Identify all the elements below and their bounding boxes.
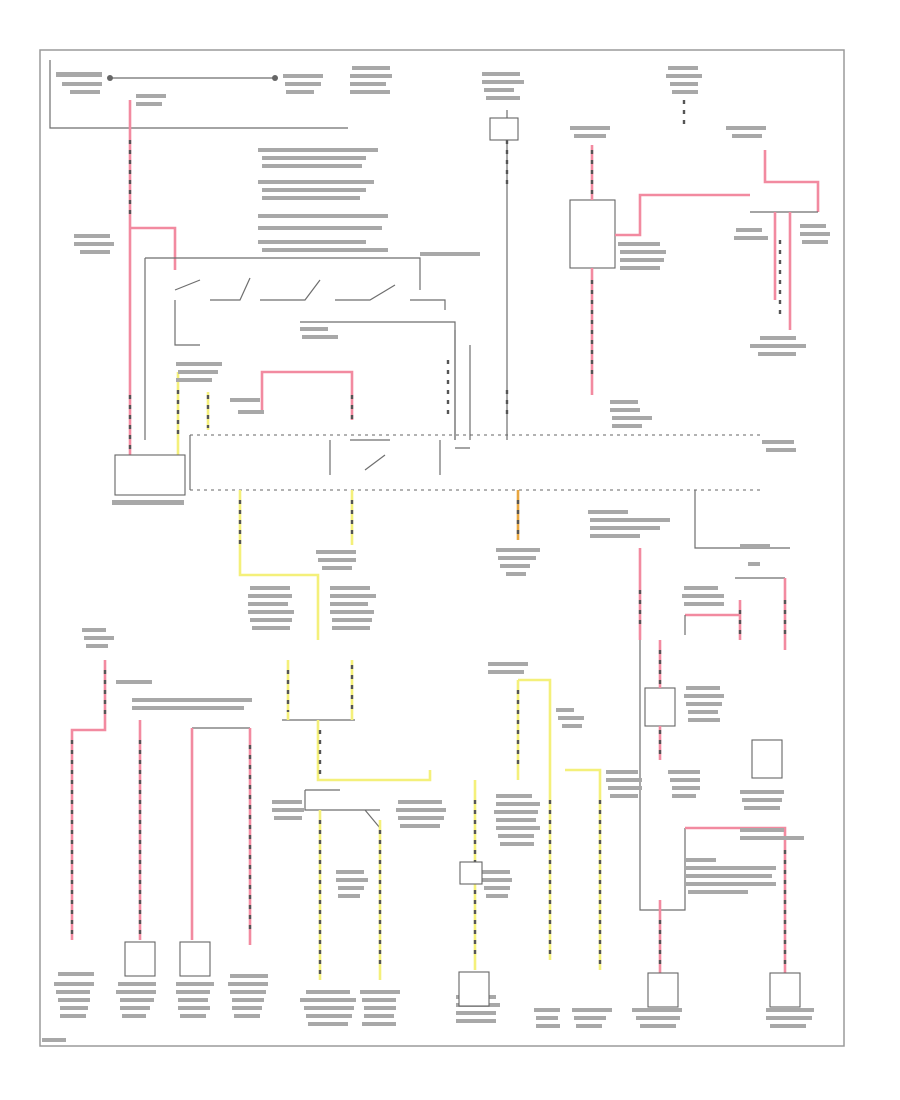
relay-to-block bbox=[763, 150, 820, 212]
far-right-pink bbox=[685, 826, 787, 975]
feed-branch bbox=[130, 226, 177, 270]
relay-branch-right bbox=[615, 193, 750, 237]
far-right-connector bbox=[639, 640, 686, 911]
module-label-blobs bbox=[230, 398, 796, 452]
relay-box-right bbox=[569, 199, 616, 269]
far-right-labels bbox=[606, 686, 814, 1028]
top-sensor-label bbox=[482, 72, 524, 100]
top-sensor-box bbox=[489, 117, 519, 141]
junction-label bbox=[112, 500, 184, 505]
switch-legend-blobs bbox=[74, 148, 480, 339]
far-right-module bbox=[751, 739, 783, 779]
bottom-right-module-2 bbox=[769, 972, 801, 1008]
right-top-labels bbox=[570, 66, 830, 356]
center-feed-up-ticks bbox=[286, 665, 354, 712]
feed-loop bbox=[260, 370, 354, 420]
module-note-blobs bbox=[176, 362, 222, 382]
seat-module-2 bbox=[124, 941, 156, 977]
center-labels bbox=[272, 800, 446, 1026]
right-feed-ticks bbox=[638, 590, 787, 640]
left-junction-box bbox=[114, 454, 186, 496]
diagram-frame bbox=[39, 49, 845, 1047]
seat-feed-trunk bbox=[70, 660, 107, 940]
module-drop-yellow-1 bbox=[238, 490, 320, 640]
seat-bottom-labels bbox=[54, 972, 268, 1018]
module-internal bbox=[329, 439, 470, 475]
seat-feed-trunk-ticks bbox=[70, 670, 107, 935]
fuse-node-2 bbox=[272, 75, 278, 81]
ground-drop-ticks bbox=[446, 140, 509, 420]
right-yellow-branch-2 bbox=[565, 768, 602, 970]
footer-code-mark bbox=[42, 1038, 66, 1042]
switch-contacts bbox=[144, 258, 446, 440]
center-feed-up bbox=[286, 660, 354, 720]
far-right-pink-ticks bbox=[658, 850, 787, 968]
center-feed-down bbox=[316, 720, 432, 782]
fuse-node bbox=[107, 75, 113, 81]
center-switch-box bbox=[304, 789, 381, 829]
seat-module-3 bbox=[179, 941, 211, 977]
module-drop-ticks bbox=[238, 500, 354, 545]
right-yellow-module bbox=[459, 861, 483, 885]
center-feed-ticks bbox=[318, 730, 382, 975]
fuse-block-outline bbox=[49, 60, 348, 129]
module-drop-gray bbox=[694, 490, 790, 549]
signal-ticks-a bbox=[176, 390, 210, 440]
switch-bus bbox=[145, 257, 421, 290]
label-blobs-top bbox=[56, 66, 392, 106]
right-yellow-branch bbox=[518, 678, 552, 960]
seat-header-labels bbox=[132, 698, 252, 710]
right-yellow-module-2 bbox=[458, 971, 490, 1007]
right-mid-labels bbox=[682, 586, 724, 606]
far-right-relay bbox=[644, 687, 676, 727]
mid-labels bbox=[82, 510, 770, 684]
bottom-right-module-1 bbox=[647, 972, 679, 1008]
